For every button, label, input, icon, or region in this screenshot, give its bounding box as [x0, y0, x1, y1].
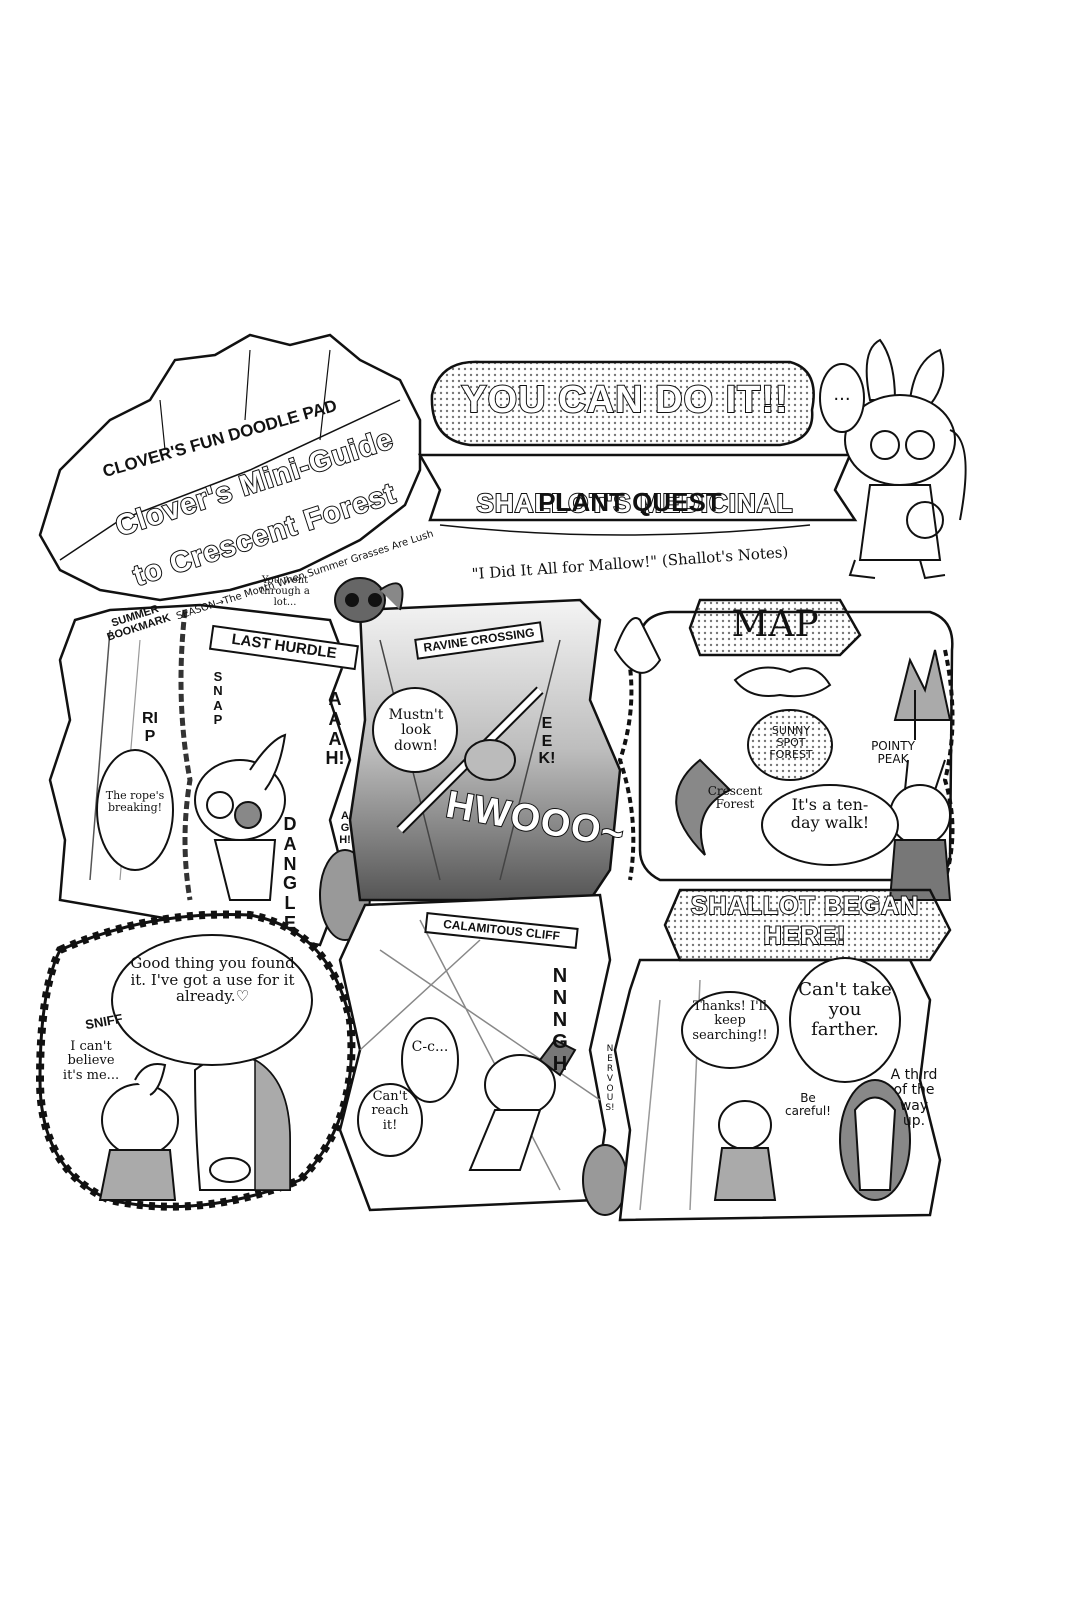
mustnt-look-down-text: Mustn't look down! — [388, 707, 444, 754]
c-c-text: C-c... — [411, 1039, 449, 1055]
third-of-way-text: A third of the way up. — [890, 1067, 938, 1130]
cant-take-you-text: Can't take you farther. — [798, 979, 892, 1040]
aaah-sfx: AAAH! — [325, 689, 345, 769]
quest-title-text: SHALLOT'S MEDICINAL — [476, 487, 794, 518]
nnngh-sfx: NNNGH — [552, 965, 568, 1075]
agh-sfx: AGH! — [339, 810, 351, 847]
dangle-sfx: DANGLE — [282, 814, 297, 933]
cant-believe-text: I can't believe it's me... — [62, 1039, 120, 1083]
eek-sfx: EEK! — [538, 715, 556, 768]
leaf-header-shape — [38, 333, 422, 602]
map-label: MAP — [731, 604, 819, 645]
quest-title-line2: PLANT QUEST — [538, 487, 722, 517]
crescent-forest-label: Crescent Forest — [707, 784, 763, 812]
snap-sfx: SNAP — [213, 669, 223, 727]
quest-title-line1: SHALLOT'S MEDICINAL — [425, 460, 845, 518]
began-here-label-2: HERE! — [763, 922, 847, 951]
rip-sfx: RIP — [142, 710, 158, 745]
cant-reach-text: Can't reach it! — [371, 1089, 409, 1133]
banner-title: YOU CAN DO IT!! — [460, 378, 789, 422]
thanks-text: Thanks! I'll keep searching!! — [692, 999, 768, 1043]
pointy-peak-label: POINTY PEAK — [871, 739, 915, 767]
nervous-sfx: NERVOUS! — [605, 1044, 615, 1114]
speech-bubbles — [96, 687, 901, 1157]
ten-day-walk-text: It's a ten-day walk! — [790, 795, 870, 832]
you-can-do-it-banner — [417, 360, 858, 536]
dots-bubble-text: ... — [833, 384, 851, 405]
good-thing-text: Good thing you found it. I've got a use … — [130, 954, 295, 1005]
panel-ravine-crossing — [348, 598, 622, 902]
panel-calamitous-cliff — [338, 893, 628, 1216]
squirrel-figure — [334, 577, 404, 623]
rope-breaking-text: The rope's breaking! — [105, 789, 165, 815]
be-careful-text: Be careful! — [785, 1091, 831, 1119]
sunny-spot-forest-label: SUNNY SPOT FOREST — [769, 724, 813, 762]
you-went-text: You went through a lot... — [260, 575, 310, 608]
shallot-rabbit-figure — [844, 338, 967, 580]
began-here-label-1: SHALLOT BEGAN — [690, 892, 920, 921]
